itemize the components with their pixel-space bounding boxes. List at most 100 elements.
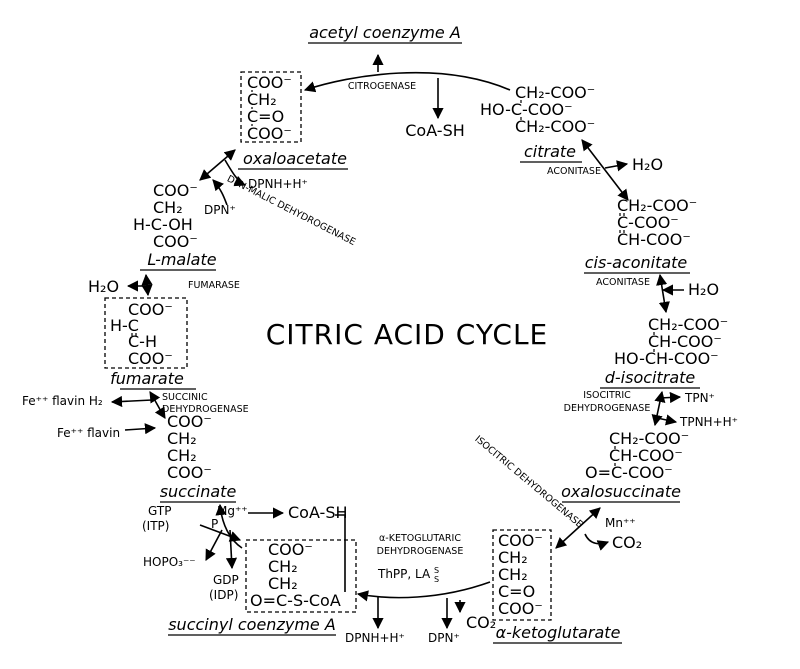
arrow-succinyl-coa-succinate	[215, 503, 243, 549]
arrow-tpnh-out	[656, 414, 678, 426]
compound-fumarate: COO⁻ H-C C-H COO⁻ fumarate	[104, 297, 196, 390]
fumarate-line-2: H-C	[110, 316, 139, 335]
dpn-malate: DPN⁺	[204, 203, 236, 217]
oxaloacetate-line-1: COO⁻	[247, 73, 292, 92]
enzyme-aconitase-1: ACONITASE	[547, 166, 601, 177]
oxalosuccinate-line-3: O=C-COO⁻	[585, 463, 673, 482]
enzyme-citrogenase: CITROGENASE	[348, 81, 416, 92]
enzyme-isocitric-dh-line-2: DEHYDROGENASE	[564, 403, 651, 414]
arrow-aconitate-isocitrate	[656, 273, 670, 314]
enzyme-aconitase-2: ACONITASE	[596, 277, 650, 288]
fumarate-name: fumarate	[110, 369, 184, 388]
coash-succinyl: CoA-SH	[288, 503, 348, 522]
arrow-flavin-h2	[110, 395, 153, 408]
citrate-line-3: CH₂-COO⁻	[515, 117, 595, 136]
d-isocitrate-line-3: HO-CH-COO⁻	[614, 349, 719, 368]
reaction-arrows	[110, 53, 684, 630]
fumarate-box	[104, 297, 188, 369]
arrow-succinate-fumarate	[149, 391, 166, 419]
arrow-co2-out-1	[584, 533, 610, 551]
arrow-dpnh-malate	[224, 159, 247, 187]
lipoic-s-top: S	[434, 566, 439, 575]
fumarate-line-4: COO⁻	[128, 349, 173, 368]
arrow-akg-succinyl-coa	[356, 581, 491, 602]
arrow-malate-oxaloacetate	[199, 149, 236, 181]
succinate-name: succinate	[160, 482, 237, 501]
arrow-citrogenase-condensation	[303, 71, 511, 93]
dpn-akg: DPN⁺	[428, 631, 460, 645]
arrow-fumarate-malate	[141, 273, 153, 297]
enzyme-fumarase: FUMARASE	[188, 280, 240, 291]
d-isocitrate-line-2: CH-COO⁻	[648, 332, 722, 351]
lipoic-s-bottom: S	[434, 575, 439, 584]
arrow-dpn-malate	[212, 179, 228, 206]
succinyl-coa-name: succinyl coenzyme A	[168, 615, 336, 634]
oxalosuccinate-line-1: CH₂-COO⁻	[609, 429, 689, 448]
fumarate-line-3: C-H	[128, 332, 157, 351]
alpha-ketoglutarate-line-3: CH₂	[498, 565, 528, 584]
oxaloacetate-name: oxaloacetate	[243, 149, 347, 168]
arrow-flavin	[124, 423, 157, 435]
succinyl-coa-line-3: CH₂	[268, 574, 298, 593]
arrow-coash-in	[335, 514, 346, 592]
p-label: P	[211, 517, 218, 531]
citrate-line-2: HO-C-COO⁻	[480, 100, 573, 119]
oxalosuccinate-line-2: CH-COO⁻	[609, 446, 683, 465]
alpha-ketoglutarate-name: α-ketoglutarate	[496, 623, 621, 642]
compound-succinate: COO⁻ CH₂ CH₂ COO⁻ succinate	[160, 412, 237, 503]
compound-cis-aconitate: CH₂-COO⁻ C-COO⁻ CH-COO⁻ cis-aconitate	[584, 196, 697, 274]
d-isocitrate-name: d-isocitrate	[605, 368, 696, 387]
flavin-h2-label: Fe⁺⁺ flavin H₂	[22, 394, 103, 408]
compound-alpha-ketoglutarate: COO⁻ CH₂ CH₂ C=O COO⁻ α-ketoglutarate	[492, 529, 622, 644]
gdp-label: GDP	[213, 573, 239, 587]
h2o-aconitase-2: H₂O	[688, 280, 719, 299]
enzyme-succinic-dh-line-2: DEHYDROGENASE	[162, 404, 249, 415]
l-malate-line-4: COO⁻	[153, 232, 198, 251]
alpha-ketoglutarate-line-1: COO⁻	[498, 531, 543, 550]
alpha-ketoglutarate-line-5: COO⁻	[498, 599, 543, 618]
enzyme-isocitric-dh-line-1: ISOCITRIC	[583, 390, 631, 401]
gtp-label: GTP	[148, 504, 171, 518]
succinate-line-3: CH₂	[167, 446, 197, 465]
succinate-line-4: COO⁻	[167, 463, 212, 482]
citrate-name: citrate	[524, 142, 576, 161]
hopo3-label: HOPO₃⁻⁻	[143, 555, 196, 569]
dpnh-akg: DPNH+H⁺	[345, 631, 405, 645]
d-isocitrate-line-1: CH₂-COO⁻	[648, 315, 728, 334]
cis-aconitate-line-2: C-COO⁻	[617, 213, 679, 232]
succinate-line-2: CH₂	[167, 429, 197, 448]
l-malate-line-2: CH₂	[153, 198, 183, 217]
l-malate-line-3: H-C-OH	[133, 215, 193, 234]
acetyl-coa-name: acetyl coenzyme A	[309, 23, 461, 42]
succinyl-coa-line-2: CH₂	[268, 557, 298, 576]
oxalosuccinate-name: oxalosuccinate	[561, 482, 681, 501]
enzyme-succinic-dh-line-1: SUCCINIC	[162, 392, 208, 403]
arrow-citrate-aconitate	[581, 139, 629, 201]
cis-aconitate-line-3: CH-COO⁻	[617, 230, 691, 249]
coa-sh-top: CoA-SH	[405, 121, 465, 140]
compound-l-malate: COO⁻ CH₂ H-C-OH COO⁻ L-malate	[133, 181, 217, 271]
mn-label: Mn⁺⁺	[605, 516, 636, 530]
itp-label: (ITP)	[142, 519, 169, 533]
tpn-label: TPN⁺	[684, 391, 715, 405]
l-malate-name: L-malate	[147, 250, 216, 269]
compound-citrate: CH₂-COO⁻ HO-C-COO⁻ CH₂-COO⁻ citrate	[480, 83, 595, 163]
compound-acetyl-coa: acetyl coenzyme A	[308, 23, 462, 44]
compound-oxaloacetate: COO⁻ CH₂ C=O COO⁻ oxaloacetate	[238, 71, 348, 170]
fumarate-line-1: COO⁻	[128, 300, 173, 319]
arrow-gdp	[225, 529, 238, 570]
h2o-fumarase: H₂O	[88, 277, 119, 296]
cis-aconitate-name: cis-aconitate	[585, 253, 688, 272]
arrow-oxalosuccinate-akg	[555, 507, 601, 549]
co2-oxalosuccinate: CO₂	[612, 533, 642, 552]
flavin-label: Fe⁺⁺ flavin	[57, 426, 120, 440]
h2o-aconitase-1: H₂O	[632, 155, 663, 174]
dpnh-malate: DPNH+H⁺	[248, 177, 308, 191]
arrow-hopo3	[205, 529, 223, 561]
oxaloacetate-line-4: COO⁻	[247, 124, 292, 143]
compound-oxalosuccinate: CH₂-COO⁻ CH-COO⁻ O=C-COO⁻ oxalosuccinate	[561, 429, 689, 503]
tpnh-label: TPNH+H⁺	[679, 415, 738, 429]
arrow-tpn-in	[659, 391, 682, 404]
cis-aconitate-line-1: CH₂-COO⁻	[617, 196, 697, 215]
